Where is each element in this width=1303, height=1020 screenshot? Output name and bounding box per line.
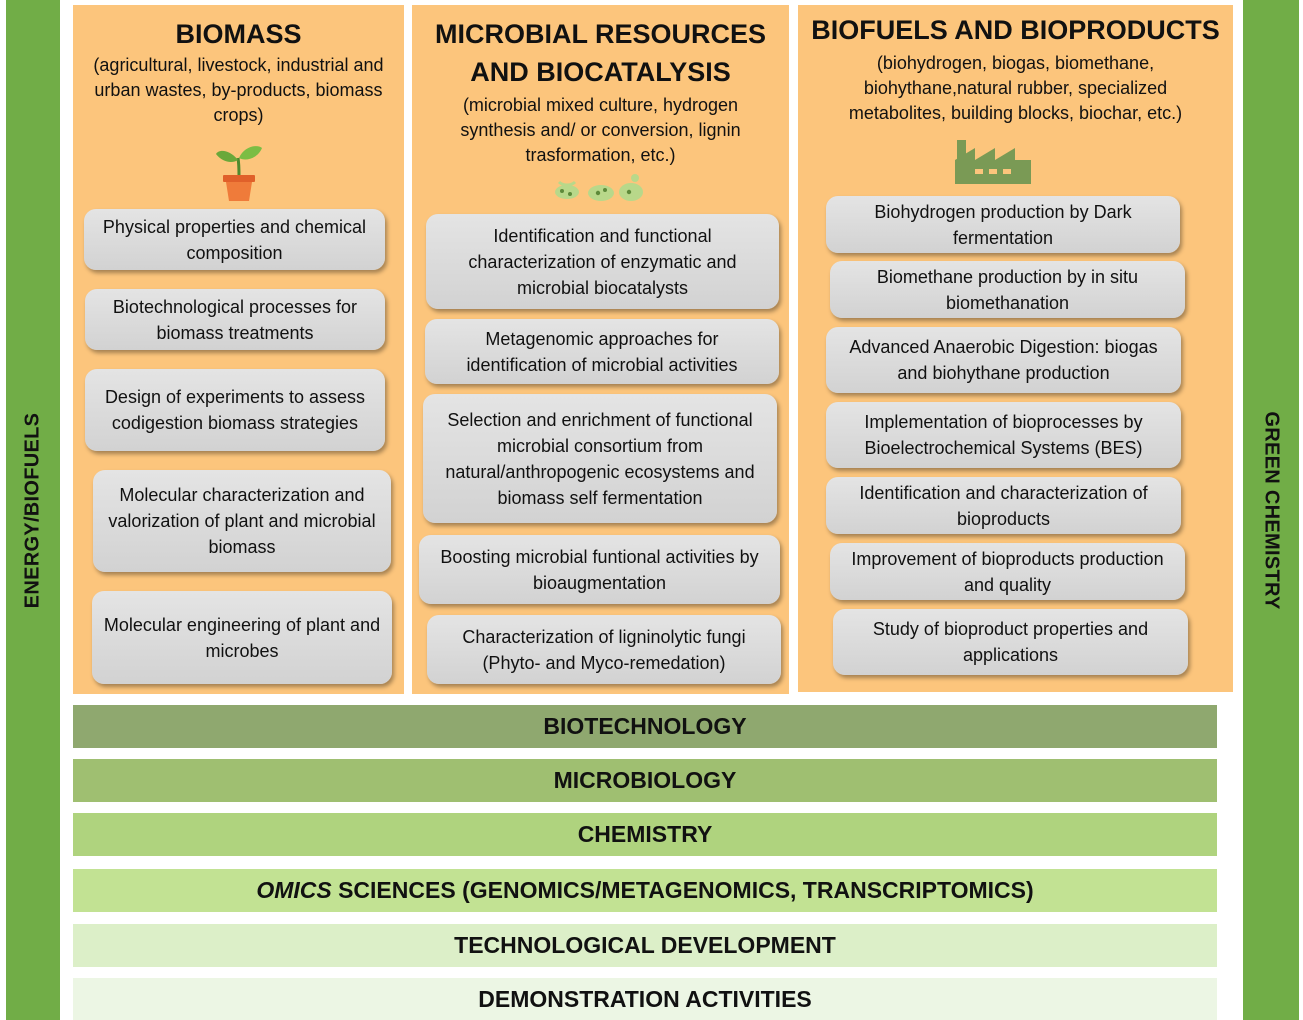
biofuels-item: Biohydrogen production by Dark fermentat… [826, 196, 1180, 253]
biomass-item: Design of experiments to assess codigest… [85, 369, 385, 451]
biomass-title: BIOMASS [175, 19, 302, 49]
band-chemistry: CHEMISTRY [73, 813, 1217, 856]
omics-italic: OMICS [256, 877, 332, 903]
band-demonstration-label: DEMONSTRATION ACTIVITIES [478, 985, 812, 1012]
microbial-item: Metagenomic approaches for identificatio… [425, 319, 779, 384]
biofuels-title: BIOFUELS AND BIOPRODUCTS [811, 15, 1220, 45]
biofuels-item: Biomethane production by in situ biometh… [830, 261, 1185, 318]
energy-biofuels-label: ENERGY/BIOFUELS [21, 412, 44, 608]
energy-biofuels-bar: ENERGY/BIOFUELS [6, 0, 60, 1020]
microbial-item: Identification and functional characteri… [426, 214, 779, 309]
band-technological-label: TECHNOLOGICAL DEVELOPMENT [454, 932, 836, 958]
biofuels-item: Study of bioproduct properties and appli… [833, 609, 1188, 675]
biomass-subtitle: (agricultural, livestock, industrial and… [93, 55, 384, 125]
biofuels-item: Advanced Anaerobic Digestion: biogas and… [826, 327, 1181, 393]
band-chemistry-label: CHEMISTRY [577, 821, 713, 847]
microbial-item: Characterization of ligninolytic fungi (… [427, 615, 781, 684]
band-omics: OMICS SCIENCES (GENOMICS/METAGENOMICS, T… [73, 869, 1217, 912]
biomass-item: Physical properties and chemical composi… [84, 209, 385, 270]
omics-rest: SCIENCES (GENOMICS/METAGENOMICS, TRANSCR… [331, 877, 1034, 903]
green-chemistry-bar: GREEN CHEMISTRY [1243, 0, 1299, 1020]
microbes-icon [412, 172, 789, 204]
biofuels-item: Identification and characterization of b… [826, 477, 1181, 534]
band-demonstration: DEMONSTRATION ACTIVITIES [73, 978, 1217, 1020]
band-omics-label: OMICS SCIENCES (GENOMICS/METAGENOMICS, T… [256, 877, 1033, 904]
microbial-subtitle: (microbial mixed culture, hydrogen synth… [460, 95, 741, 165]
band-biotechnology-label: BIOTECHNOLOGY [543, 713, 747, 739]
biomass-item: Biotechnological processes for biomass t… [85, 289, 385, 350]
band-microbiology: MICROBIOLOGY [73, 759, 1217, 802]
potted-plant-icon [73, 142, 404, 202]
biomass-item: Molecular characterization and valorizat… [93, 470, 391, 572]
green-chemistry-label: GREEN CHEMISTRY [1260, 410, 1283, 610]
biomass-item: Molecular engineering of plant and micro… [92, 591, 392, 684]
microbial-title-line2: AND BIOCATALYSIS [470, 57, 731, 87]
microbial-item: Selection and enrichment of functional m… [423, 394, 777, 523]
band-microbiology-label: MICROBIOLOGY [553, 767, 737, 793]
biofuels-subtitle: (biohydrogen, biogas, biomethane, biohyt… [848, 53, 1183, 123]
microbial-item: Boosting microbial funtional activities … [419, 535, 780, 604]
biofuels-item: Implementation of bioprocesses by Bioele… [826, 402, 1181, 468]
band-biotechnology: BIOTECHNOLOGY [73, 705, 1217, 748]
factory-icon [798, 138, 1233, 184]
band-technological: TECHNOLOGICAL DEVELOPMENT [73, 924, 1217, 967]
biofuels-item: Improvement of bioproducts production an… [830, 543, 1185, 600]
microbial-title-line1: MICROBIAL RESOURCES [434, 19, 767, 49]
